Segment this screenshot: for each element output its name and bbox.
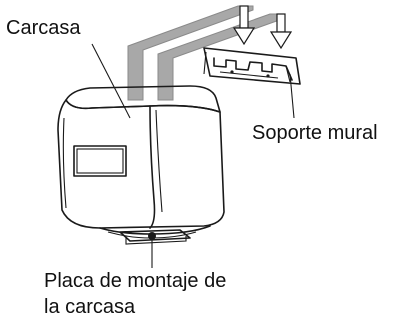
label-housing: Carcasa	[6, 17, 81, 39]
label-wall-bracket: Soporte mural	[252, 122, 378, 144]
housing-window	[73, 145, 127, 177]
label-mounting-plate-line1: Placa de montaje de	[44, 270, 227, 292]
mounting-direction-arrows	[127, 5, 293, 101]
housing-mounting-plate	[119, 229, 191, 245]
wall-bracket	[203, 47, 301, 85]
housing-front	[57, 99, 225, 229]
leader-housing	[91, 43, 131, 119]
down-arrow-front	[269, 13, 293, 50]
label-mounting-plate-line2: la carcasa	[44, 296, 136, 318]
arrow-band-front	[157, 13, 286, 101]
housing	[57, 85, 225, 239]
housing-side-curve	[149, 105, 156, 229]
down-arrow-back	[232, 5, 256, 46]
leader-bracket	[289, 73, 295, 119]
